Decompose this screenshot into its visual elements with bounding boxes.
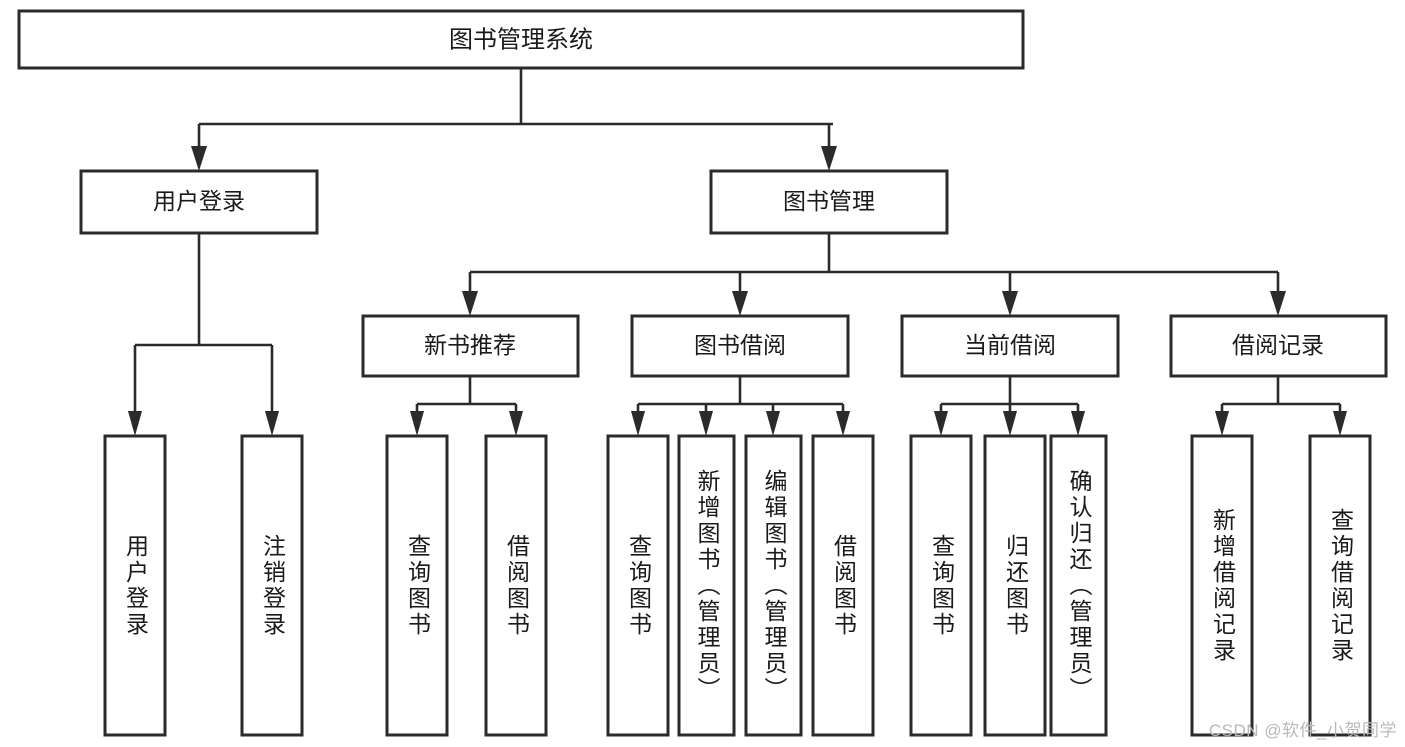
leaf-box-query-book-2[interactable] (606, 434, 670, 737)
connector-group-root (191, 68, 837, 171)
leaf-box-query-record[interactable] (1308, 434, 1372, 737)
arrow-head-current-borrow (1002, 291, 1018, 316)
node-current-borrow-box[interactable] (900, 314, 1120, 378)
leaf-box-confirm-return-admin[interactable] (1049, 434, 1108, 737)
arrow-head-leaf-query-record (1333, 411, 1347, 436)
connector-group-new-book-recommend (410, 376, 523, 436)
node-root[interactable]: 图书管理系统 (17, 9, 1025, 70)
connector-group-current-borrow (934, 376, 1085, 436)
arrow-head-leaf-query-book-1 (410, 411, 424, 436)
node-root-box[interactable] (17, 9, 1025, 70)
arrow-head-leaf-borrow-book-2 (836, 411, 850, 436)
node-borrow-record[interactable]: 借阅记录 (1169, 314, 1388, 378)
arrow-head-user-login (191, 146, 207, 171)
leaf-box-query-book-3[interactable] (909, 434, 973, 737)
arrow-head-leaf-query-book-2 (631, 411, 645, 436)
leaf-box-return-book[interactable] (983, 434, 1047, 737)
arrow-head-leaf-logout-login (265, 411, 279, 436)
arrow-head-leaf-user-login (128, 411, 142, 436)
node-book-borrow-label: 图书借阅 (694, 332, 786, 358)
arrow-head-leaf-query-book-3 (934, 411, 948, 436)
node-book-borrow-box[interactable] (630, 314, 850, 378)
arrow-head-leaf-confirm-return-admin (1071, 411, 1085, 436)
arrow-head-book-borrow (732, 291, 748, 316)
leaf-box-add-record[interactable] (1190, 434, 1254, 737)
node-current-borrow[interactable]: 当前借阅 (900, 314, 1120, 378)
node-book-borrow[interactable]: 图书借阅 (630, 314, 850, 378)
leaf-box-borrow-book-1[interactable] (484, 434, 548, 737)
leaf-box-borrow-book-2[interactable] (811, 434, 875, 737)
node-current-borrow-label: 当前借阅 (964, 332, 1056, 358)
connector-group-book-borrow (631, 376, 850, 436)
node-root-label: 图书管理系统 (449, 26, 593, 53)
node-book-manage[interactable]: 图书管理 (709, 169, 949, 235)
connector-group-book-manage (462, 233, 1286, 316)
connector-group-user-login (128, 233, 279, 436)
node-new-book-recommend-label: 新书推荐 (424, 332, 516, 358)
arrow-head-leaf-return-book (1003, 411, 1017, 436)
arrow-head-borrow-record (1270, 291, 1286, 316)
node-book-manage-box[interactable] (709, 169, 949, 235)
leaf-box-user-login[interactable] (103, 434, 167, 737)
arrow-head-leaf-borrow-book-1 (509, 411, 523, 436)
leaf-box-query-book-1[interactable] (385, 434, 449, 737)
node-user-login-label: 用户登录 (153, 188, 245, 214)
node-new-book-recommend[interactable]: 新书推荐 (361, 314, 580, 378)
leaf-box-logout-login[interactable] (240, 434, 304, 737)
connector-group-borrow-record (1215, 376, 1347, 436)
arrow-head-leaf-edit-book-admin (766, 411, 780, 436)
node-borrow-record-label: 借阅记录 (1232, 332, 1324, 358)
node-book-manage-label: 图书管理 (783, 188, 875, 214)
node-new-book-recommend-box[interactable] (361, 314, 580, 378)
arrow-head-leaf-add-book-admin (699, 411, 713, 436)
csdn-watermark: CSDN @软件_小贺同学 (1208, 721, 1397, 740)
arrow-head-new-book-recommend (462, 291, 478, 316)
node-user-login[interactable]: 用户登录 (79, 169, 319, 235)
node-borrow-record-box[interactable] (1169, 314, 1388, 378)
arrow-head-leaf-add-record (1215, 411, 1229, 436)
arrow-head-book-manage (821, 146, 837, 171)
leaf-box-add-book-admin[interactable] (677, 434, 736, 737)
leaf-box-edit-book-admin[interactable] (744, 434, 803, 737)
node-user-login-box[interactable] (79, 169, 319, 235)
